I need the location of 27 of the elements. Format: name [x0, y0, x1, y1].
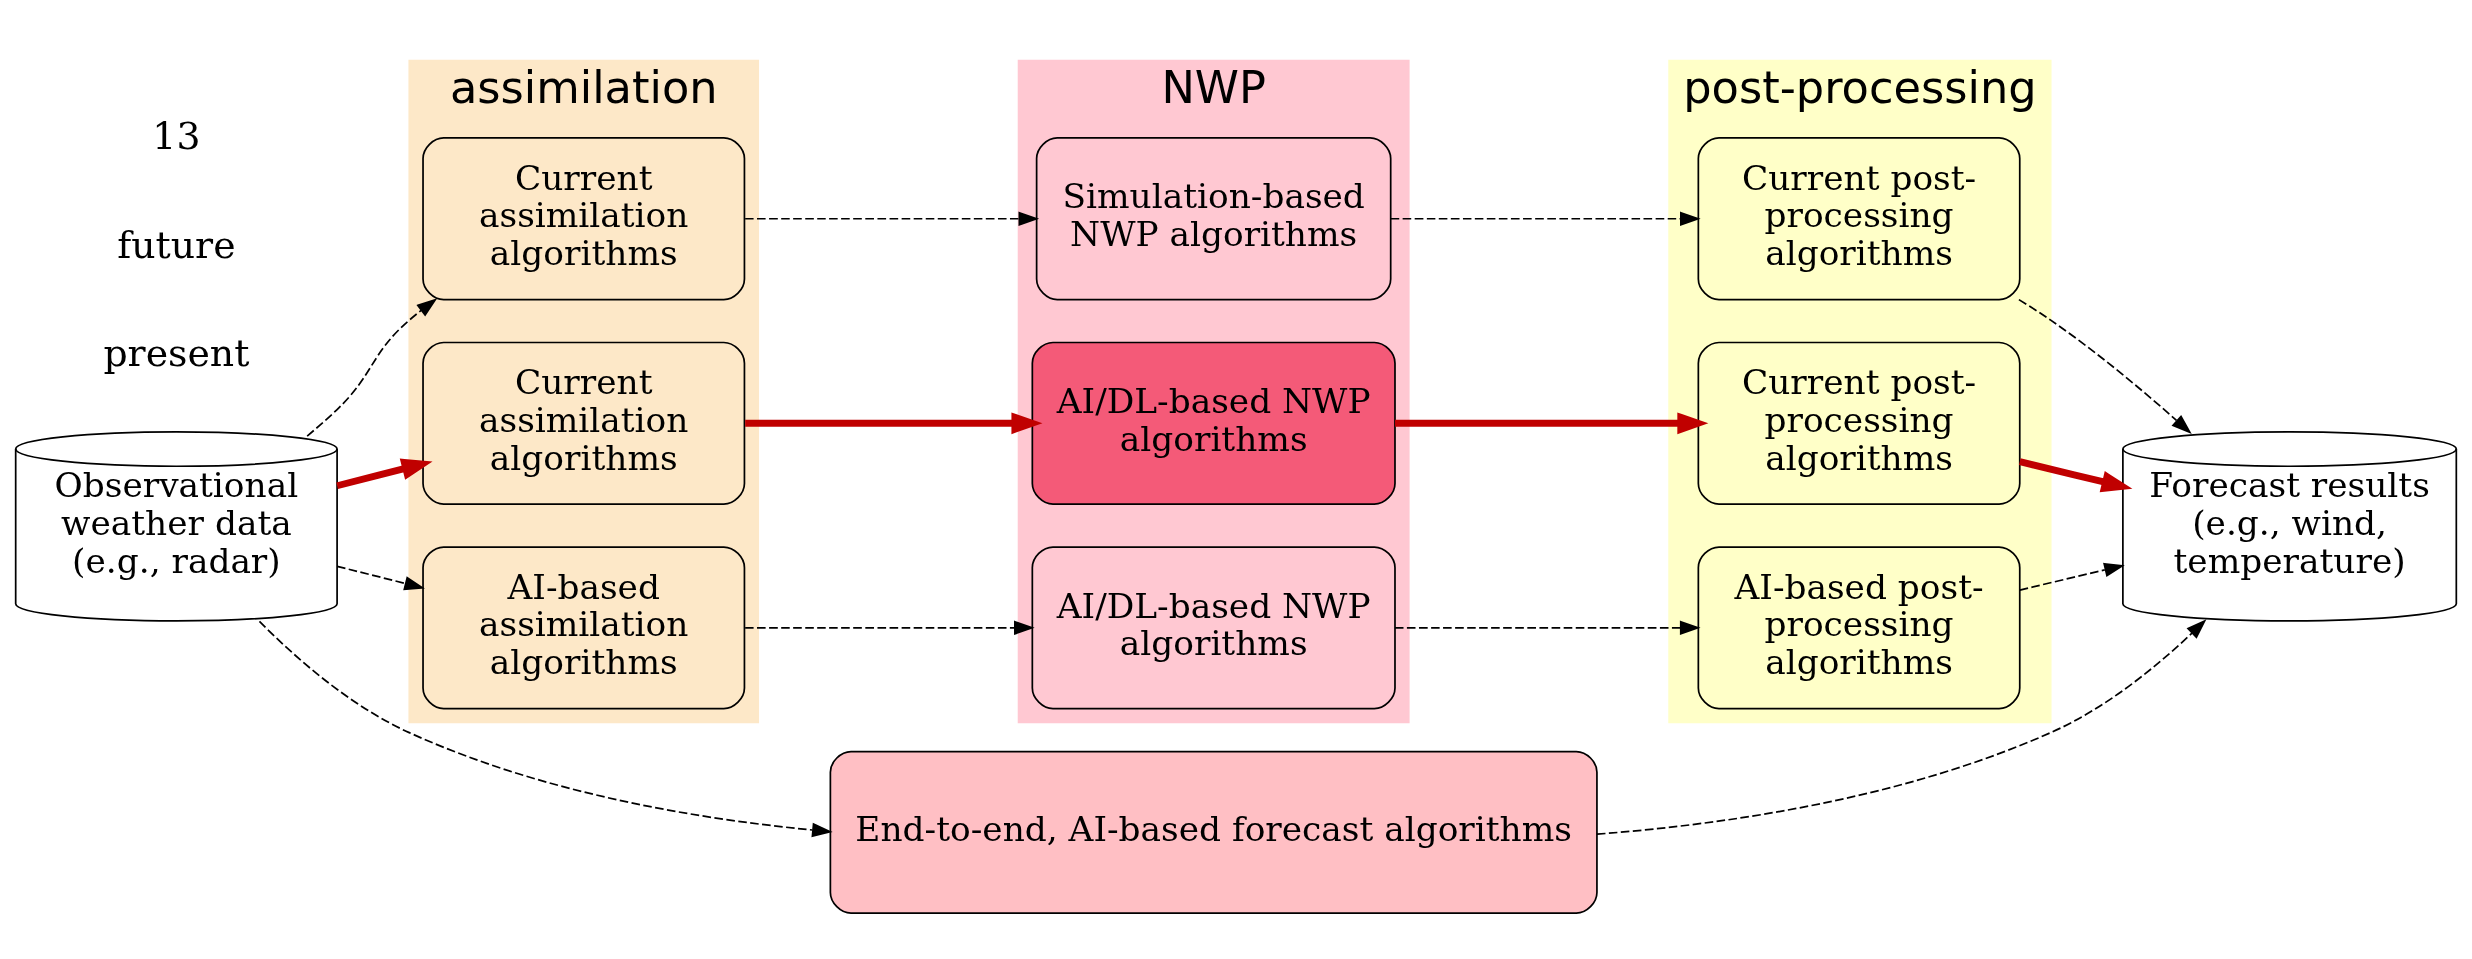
label: 13 — [152, 113, 201, 158]
arrow — [744, 620, 1035, 635]
arrow — [2018, 298, 2192, 434]
arrow — [2019, 457, 2133, 492]
arrow — [1395, 411, 1709, 434]
label: present — [103, 330, 250, 375]
arrow — [744, 211, 1040, 226]
arrow — [336, 564, 425, 590]
arrow — [1394, 620, 1701, 635]
arrow — [1596, 618, 2207, 835]
node-box: End-to-end, AI-based forecast algorithms — [829, 750, 1598, 914]
label: future — [117, 222, 236, 267]
arrow — [306, 297, 438, 437]
node-box: AI/DL-based NWP algorithms — [1031, 545, 1396, 709]
node-box: Current assimilation algorithms — [422, 341, 746, 505]
node-box: Current assimilation algorithms — [422, 136, 746, 300]
node-box: AI/DL-based NWP algorithms — [1031, 341, 1396, 505]
node-box: AI-based post-processing algorithms — [1697, 545, 2021, 709]
arrow — [2018, 562, 2125, 591]
node-box: AI-based assimilation algorithms — [422, 545, 746, 709]
arrow — [1389, 211, 1701, 226]
node-box: Current post-processing algorithms — [1697, 341, 2021, 505]
node-box: Simulation-based NWP algorithms — [1035, 136, 1392, 300]
arrow — [336, 458, 433, 489]
node-box: Current post-processing algorithms — [1697, 136, 2021, 300]
arrow — [745, 411, 1043, 434]
arrow — [258, 620, 833, 837]
